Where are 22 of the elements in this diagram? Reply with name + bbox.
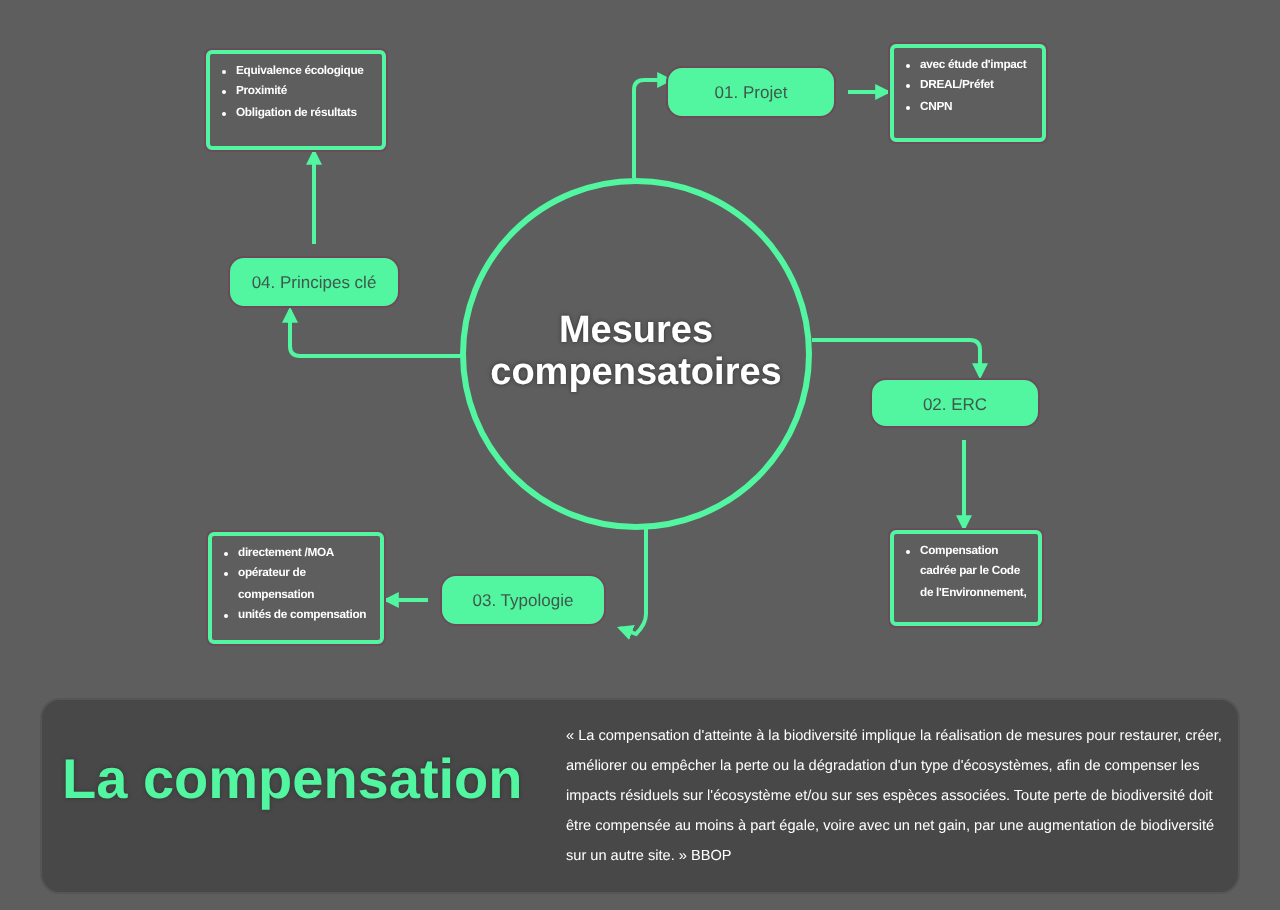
box-label: 02. ERC — [922, 393, 988, 413]
arrow — [956, 440, 972, 532]
step-box — [228, 256, 400, 308]
bullet-list-box — [890, 530, 1042, 626]
step-box — [440, 574, 606, 626]
arrow — [848, 84, 892, 100]
bullet-list-box — [890, 44, 1046, 142]
arrow — [282, 306, 462, 358]
step-box — [666, 66, 836, 118]
bullet-list-box — [206, 50, 386, 150]
step-box — [870, 378, 1040, 428]
arrow — [306, 148, 322, 244]
bullet-list-box — [208, 532, 384, 644]
panel-title: La compensation — [62, 748, 523, 812]
box-label: 03. Typologie — [472, 590, 574, 610]
arrow — [382, 592, 428, 608]
central-circle — [460, 178, 812, 530]
box-label: 04. Principes clé — [251, 272, 377, 292]
arrow — [812, 338, 988, 380]
circle-title: Mesures compensatoires — [488, 312, 784, 396]
box-label: 01. Projet — [714, 82, 788, 102]
arrow — [617, 528, 648, 640]
